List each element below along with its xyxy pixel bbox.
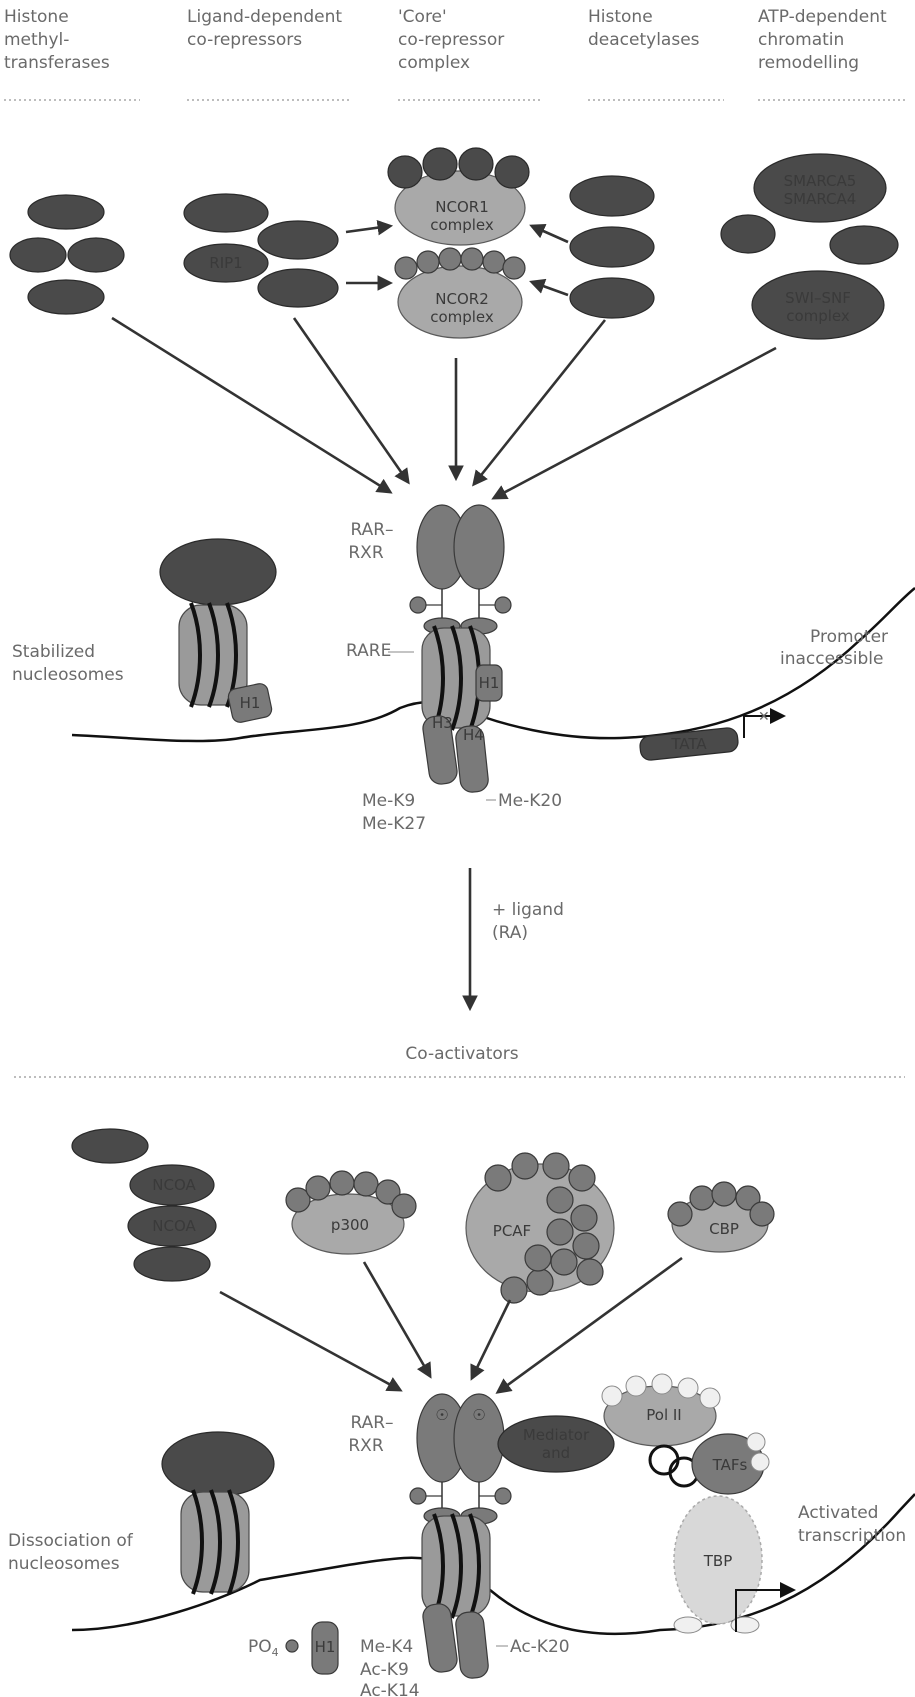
svg-text:H1: H1: [315, 1638, 336, 1656]
svg-text:RAR–: RAR–: [350, 1413, 393, 1433]
svg-text:Ac-K9: Ac-K9: [360, 1660, 409, 1680]
svg-text:H3: H3: [432, 714, 453, 732]
svg-text:NCOA: NCOA: [152, 1176, 196, 1194]
svg-text:NCOR2: NCOR2: [435, 290, 488, 308]
svg-text:ATP-dependent: ATP-dependent: [758, 7, 887, 27]
svg-text:Promoter: Promoter: [810, 627, 888, 647]
svg-text:+ ligand: + ligand: [492, 900, 564, 920]
svg-text:H1: H1: [240, 694, 261, 712]
bottom-converging-arrows: [220, 1258, 682, 1392]
top-left-nucleosome: H1: [160, 539, 276, 724]
svg-text:p300: p300: [331, 1216, 369, 1234]
svg-text:remodelling: remodelling: [758, 53, 859, 73]
svg-text:TAFs: TAFs: [712, 1456, 748, 1474]
p300-complex: p300: [286, 1171, 416, 1254]
svg-text:SWI–SNF: SWI–SNF: [785, 289, 851, 307]
svg-text:transcription: transcription: [798, 1526, 906, 1546]
top-converging-arrows: [112, 318, 776, 498]
header-ligand-corepressors: Ligand-dependent co-repressors: [187, 7, 342, 50]
svg-text:NCOR1: NCOR1: [435, 198, 488, 216]
svg-text:Co-activators: Co-activators: [405, 1044, 518, 1064]
svg-text:CBP: CBP: [709, 1220, 739, 1238]
svg-text:'Core': 'Core': [398, 7, 447, 27]
bottom-left-nucleosome: [162, 1432, 274, 1594]
svg-text:Ac-K20: Ac-K20: [510, 1637, 570, 1657]
svg-text:PCAF: PCAF: [493, 1222, 531, 1240]
svg-text:Pol II: Pol II: [646, 1406, 681, 1424]
svg-text:Me-K4: Me-K4: [360, 1637, 413, 1657]
remodeling-group: SMARCA5 SMARCA4 SWI–SNF complex: [721, 154, 898, 339]
svg-text:methyl-: methyl-: [4, 30, 69, 50]
svg-text:Activated: Activated: [798, 1503, 878, 1523]
ncoa-group: NCOA NCOA: [72, 1129, 216, 1281]
phosphate-label: PO4: [248, 1637, 279, 1659]
svg-text:Stabilized: Stabilized: [12, 642, 95, 662]
top-tata-box: TATA ✕: [639, 708, 786, 761]
svg-text:Me-K20: Me-K20: [498, 791, 562, 811]
svg-text:nucleosomes: nucleosomes: [8, 1554, 120, 1574]
svg-text:chromatin: chromatin: [758, 30, 844, 50]
pcaf-complex: PCAF: [466, 1153, 614, 1303]
bottom-rar-rxr: ☉ ☉: [410, 1394, 511, 1679]
svg-text:(RA): (RA): [492, 923, 528, 943]
mediator-pol2-complex: Mediator and Pol II TAFs TBP: [498, 1374, 796, 1633]
svg-text:RXR: RXR: [348, 543, 383, 563]
ncor2-complex: NCOR2 complex: [395, 248, 525, 338]
svg-text:Ligand-dependent: Ligand-dependent: [187, 7, 342, 27]
cbp-complex: CBP: [668, 1182, 774, 1252]
header-histone-methyltransferases: Histone methyl- transferases: [4, 7, 110, 73]
svg-text:☉: ☉: [472, 1406, 485, 1424]
methyltransferase-group: [10, 195, 124, 314]
hdac-group: [532, 176, 654, 318]
ligand-transition: + ligand (RA): [470, 868, 564, 1008]
header-atp-remodeling: ATP-dependent chromatin remodelling: [758, 7, 887, 73]
svg-text:transferases: transferases: [4, 53, 110, 73]
svg-text:Me-K9: Me-K9: [362, 791, 415, 811]
header-histone-deacetylases: Histone deacetylases: [588, 7, 700, 50]
svg-text:deacetylases: deacetylases: [588, 30, 700, 50]
svg-text:inaccessible: inaccessible: [780, 649, 883, 669]
svg-text:NCOA: NCOA: [152, 1217, 196, 1235]
top-rar-rxr: H1 H3 H4: [410, 505, 511, 793]
svg-text:co-repressor: co-repressor: [398, 30, 504, 50]
phosphate-dot: [286, 1640, 298, 1652]
svg-text:Histone: Histone: [588, 7, 653, 27]
svg-text:TBP: TBP: [703, 1552, 733, 1570]
svg-text:RXR: RXR: [348, 1436, 383, 1456]
svg-text:RARE: RARE: [346, 641, 391, 661]
ncor1-complex: NCOR1 complex: [388, 148, 529, 245]
svg-text:SMARCA4: SMARCA4: [784, 190, 857, 208]
header-core-corepressor: 'Core' co-repressor complex: [398, 7, 504, 73]
svg-text:co-repressors: co-repressors: [187, 30, 302, 50]
svg-text:and: and: [542, 1444, 570, 1462]
corepressor-group: RIP1: [184, 194, 390, 307]
svg-text:nucleosomes: nucleosomes: [12, 665, 124, 685]
svg-text:complex: complex: [430, 308, 494, 326]
blocked-start-icon: ✕: [758, 709, 770, 725]
svg-text:H1: H1: [479, 674, 500, 692]
svg-text:Dissociation of: Dissociation of: [8, 1531, 134, 1551]
svg-text:Ac-K14: Ac-K14: [360, 1681, 420, 1697]
svg-text:RAR–: RAR–: [350, 520, 393, 540]
coactivators-header: Co-activators: [14, 1044, 905, 1077]
svg-text:☉: ☉: [435, 1406, 448, 1424]
svg-text:Mediator: Mediator: [523, 1426, 590, 1444]
svg-text:H4: H4: [463, 726, 484, 744]
svg-text:Me-K27: Me-K27: [362, 814, 426, 834]
svg-text:complex: complex: [430, 216, 494, 234]
svg-text:SMARCA5: SMARCA5: [784, 172, 857, 190]
svg-text:Histone: Histone: [4, 7, 69, 27]
svg-text:complex: complex: [786, 307, 850, 325]
rip1-label: RIP1: [209, 254, 242, 272]
svg-text:complex: complex: [398, 53, 470, 73]
svg-text:TATA: TATA: [670, 735, 707, 753]
